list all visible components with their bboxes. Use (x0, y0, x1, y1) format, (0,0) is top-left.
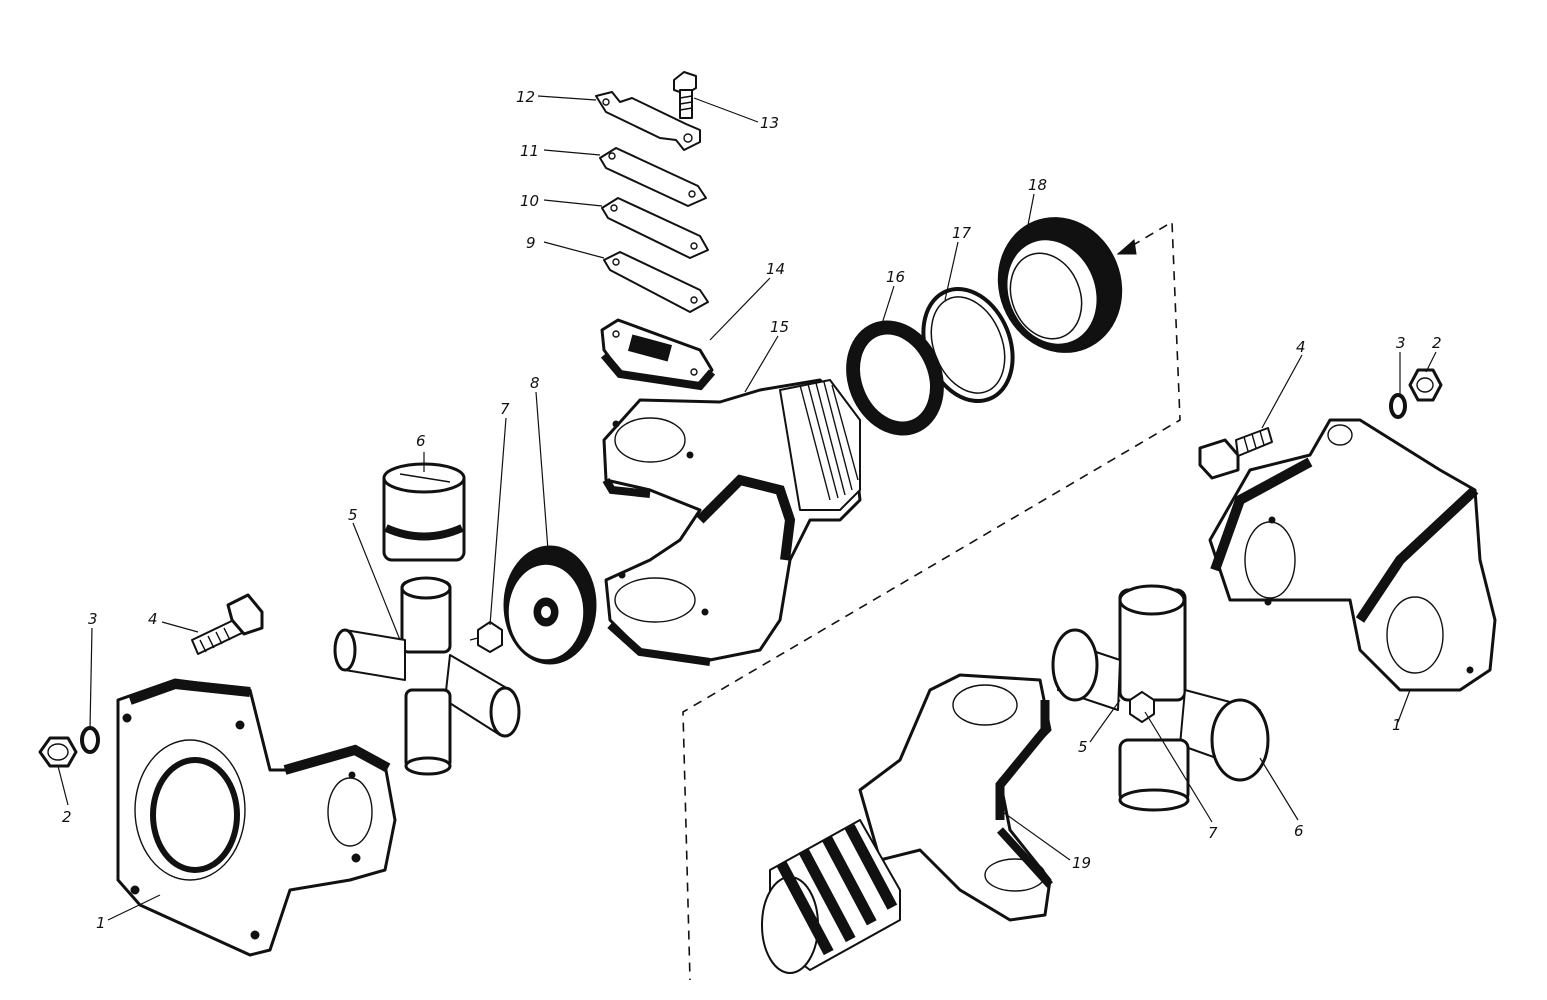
gasket-11 (599, 147, 707, 207)
callout-16: 16 (886, 268, 905, 286)
callout-8: 8 (530, 374, 540, 392)
callout-6-right: 6 (1294, 822, 1304, 840)
callout-15: 15 (770, 318, 789, 336)
callout-4-right: 4 (1296, 338, 1306, 356)
callout-18: 18 (1028, 176, 1047, 194)
callout-1-right: 1 (1392, 716, 1402, 734)
callout-11: 11 (520, 142, 539, 160)
leader-lines (57, 95, 1437, 921)
yoke-15 (602, 378, 862, 666)
callout-1-left: 1 (96, 914, 106, 932)
callout-10: 10 (520, 192, 539, 210)
callout-4-left: 4 (148, 610, 158, 628)
bearing-cap-left (382, 462, 466, 562)
cross-spider-left (333, 576, 521, 776)
callout-2-left: 2 (62, 808, 72, 826)
callout-5-left: 5 (348, 506, 358, 524)
callout-3-right: 3 (1396, 334, 1406, 352)
grease-fitting-left (469, 621, 503, 653)
bearing-cap-right (1210, 698, 1270, 782)
splined-yoke-19 (761, 673, 1053, 974)
assembly-guide-line (682, 220, 1181, 981)
callout-9: 9 (526, 234, 536, 252)
splined-shaft (761, 819, 901, 974)
snap-ring-17 (921, 286, 1015, 404)
threaded-neck (779, 379, 861, 511)
nut-left (38, 736, 78, 768)
callout-13: 13 (760, 114, 779, 132)
callout-7-right: 7 (1208, 824, 1218, 842)
lock-washer-left (80, 726, 100, 754)
bolt-13 (673, 71, 697, 119)
bolt-left (191, 593, 264, 655)
bearing-housing-left (116, 678, 397, 957)
nut-right (1408, 368, 1443, 402)
callout-14: 14 (766, 260, 785, 278)
flange-plate-14 (600, 318, 716, 391)
seal-disc (503, 545, 597, 665)
callout-7-left: 7 (500, 400, 510, 418)
callout-5-right: 5 (1078, 738, 1088, 756)
knurled-nut-18 (997, 217, 1123, 353)
gasket-9 (603, 251, 709, 313)
callout-2-right: 2 (1432, 334, 1442, 352)
bearing-housing-right (1208, 418, 1497, 692)
callout-19: 19 (1072, 854, 1091, 872)
callout-6-left: 6 (416, 432, 426, 450)
callout-3-left: 3 (88, 610, 98, 628)
lock-washer-right (1389, 393, 1407, 419)
bolt-right (1198, 427, 1273, 480)
callout-17: 17 (952, 224, 972, 242)
callout-labels: 1 1 2 2 3 3 4 4 5 5 6 6 7 7 8 9 10 11 12… (62, 88, 1442, 932)
gasket-10 (601, 197, 709, 259)
seal-ring-16 (846, 320, 944, 436)
callout-12: 12 (516, 88, 535, 106)
lock-plate-12 (595, 91, 701, 151)
